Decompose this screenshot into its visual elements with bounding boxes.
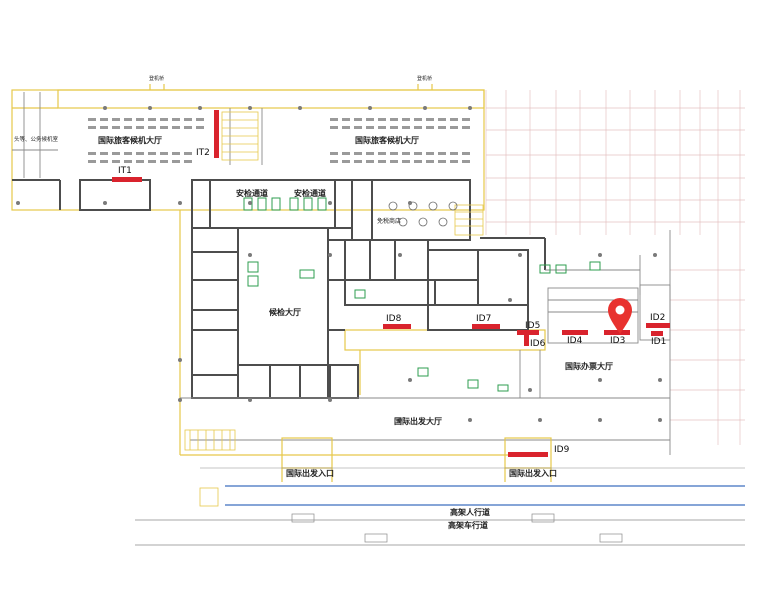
marker-label-id2[interactable]: ID2 xyxy=(650,313,666,323)
label-pedestrian-road: 高架人行道 xyxy=(450,508,490,517)
label-departure-entrance-left: 国际出发入口 xyxy=(286,469,334,478)
marker-label-id6[interactable]: ID6 xyxy=(530,339,546,349)
label-security-channel-right: 安检通道 xyxy=(294,189,326,198)
label-intl-ticket-hall: 国际办票大厅 xyxy=(565,362,613,371)
label-crew-room: 头等、公务候机室 xyxy=(14,137,59,143)
walls xyxy=(12,179,546,399)
label-departure-entrance-right: 国际出发入口 xyxy=(509,469,557,478)
marker-label-it1[interactable]: IT1 xyxy=(118,166,132,176)
marker-id7[interactable] xyxy=(472,324,500,329)
marker-label-id3[interactable]: ID3 xyxy=(610,336,626,346)
marker-id1[interactable] xyxy=(651,331,663,336)
label-intl-check-in-hall-left: 国际旅客候机大厅 xyxy=(98,136,162,145)
label-security-channel-left: 安检通道 xyxy=(236,189,268,198)
marker-label-it2[interactable]: IT2 xyxy=(196,148,210,158)
marker-label-id9[interactable]: ID9 xyxy=(554,445,570,455)
label-vehicle-road: 高架车行道 xyxy=(448,521,488,530)
marker-label-id5[interactable]: ID5 xyxy=(525,321,541,331)
location-pin-icon[interactable] xyxy=(608,298,632,334)
label-intl-check-in-hall-right: 国际旅客候机大厅 xyxy=(355,136,419,145)
thin-walls xyxy=(12,92,671,455)
marker-id9[interactable] xyxy=(508,452,548,457)
marker-it2[interactable] xyxy=(214,110,219,158)
label-boarding-gate-right: 登机桥 xyxy=(417,76,433,82)
marker-label-id1[interactable]: ID1 xyxy=(651,337,667,347)
security-equipment xyxy=(243,197,601,392)
marker-id4[interactable] xyxy=(562,330,588,335)
marker-id2[interactable] xyxy=(646,323,670,328)
seating xyxy=(88,118,470,163)
marker-label-id7[interactable]: ID7 xyxy=(476,314,492,324)
marker-it1[interactable] xyxy=(112,177,142,182)
marker-id8[interactable] xyxy=(383,324,411,329)
marker-label-id8[interactable]: ID8 xyxy=(386,314,402,324)
background-grid xyxy=(485,90,745,445)
columns xyxy=(16,106,662,422)
marker-label-id4[interactable]: ID4 xyxy=(567,336,583,346)
terminal-outline xyxy=(11,84,546,456)
label-duty-free: 免税商店 xyxy=(377,218,402,225)
label-intl-departure-hall: 国际出发大厅 xyxy=(394,417,442,426)
escalators xyxy=(184,111,484,451)
duty-free-stands xyxy=(388,201,458,227)
label-boarding-gate-left: 登机桥 xyxy=(149,76,165,82)
counter-markers xyxy=(112,110,670,457)
marker-id3[interactable] xyxy=(604,330,630,335)
label-waiting-hall: 候检大厅 xyxy=(269,308,301,317)
elevated-roads xyxy=(135,467,745,546)
marker-id6[interactable] xyxy=(524,330,529,346)
